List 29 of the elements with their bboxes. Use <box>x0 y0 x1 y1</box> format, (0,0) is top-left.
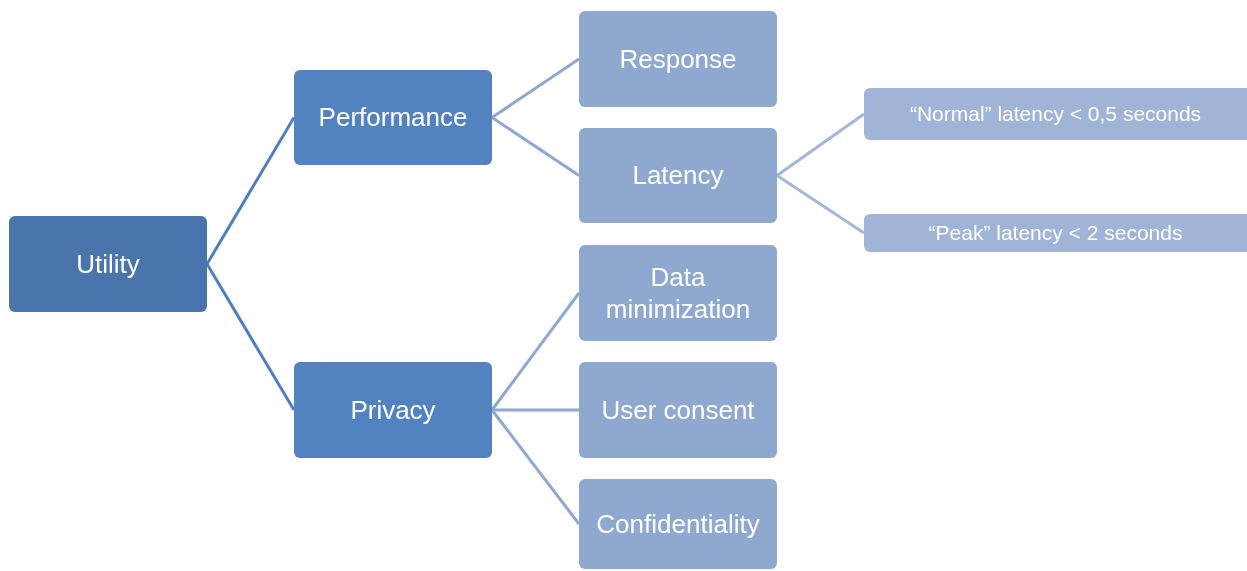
connector-line <box>491 57 580 119</box>
tree-box <box>579 479 777 569</box>
connector-line <box>776 112 865 177</box>
tree-box <box>864 88 1247 140</box>
box-label: Performance <box>318 101 468 134</box>
box-label: “Normal” latency < 0,5 seconds <box>909 100 1202 127</box>
connector-line <box>490 409 581 525</box>
box-label: “Peak” latency < 2 seconds <box>928 219 1183 246</box>
connector-line <box>776 174 865 235</box>
tree-box <box>294 70 492 165</box>
connector-line <box>490 292 581 411</box>
connector-line <box>492 408 579 412</box>
tree-box <box>294 362 492 458</box>
box-label: Privacy <box>350 393 436 427</box>
connector-line <box>491 116 580 177</box>
tree-box <box>579 128 777 223</box>
box-label: User consent <box>601 393 755 427</box>
box-label: Utility <box>76 247 140 281</box>
box-label: Response <box>619 42 737 76</box>
tree-box <box>579 362 777 458</box>
tree-box <box>579 11 777 107</box>
connector-line <box>205 116 296 265</box>
box-label: Confidentiality <box>596 507 760 541</box>
tree-box <box>579 245 777 341</box>
box-label: Data minimization <box>604 260 752 326</box>
box-label: Latency <box>632 159 724 192</box>
connector-line <box>205 263 296 411</box>
tree-box <box>864 214 1247 252</box>
tree-box <box>9 216 207 312</box>
